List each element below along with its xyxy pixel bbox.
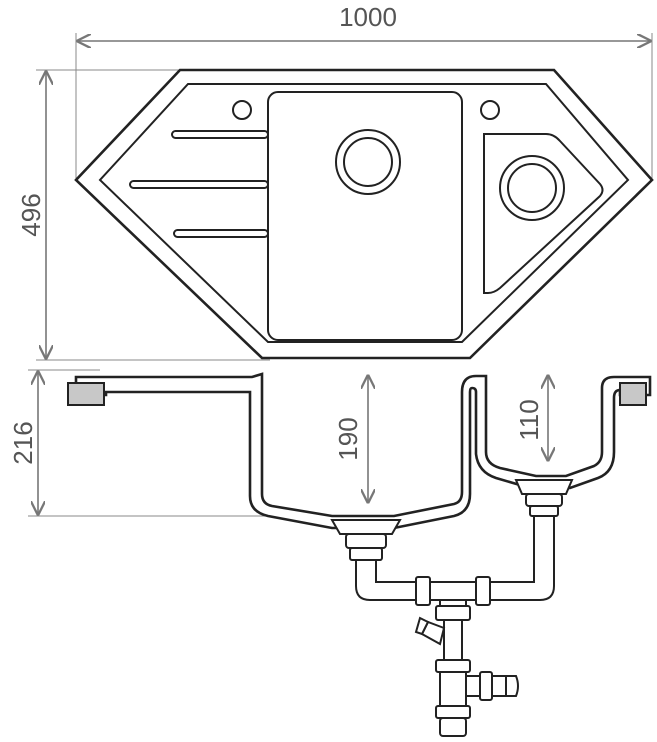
central-nut (435, 605, 471, 621)
siphon-assembly (330, 479, 574, 737)
small-bowl-drain-inner (507, 163, 557, 213)
main-bowl-depth-label: 190 (333, 417, 363, 460)
small-drain-ring (529, 505, 559, 517)
tap-hole-right (480, 100, 500, 120)
trap-bottom-cap (439, 717, 467, 737)
section-view: 216 190 110 (8, 369, 652, 737)
outlet-nut (479, 671, 493, 701)
right-edge-cap (619, 382, 647, 406)
left-drainboard-section (74, 372, 652, 530)
drainboard-groove-middle (129, 180, 269, 189)
width-dimension-label: 1000 (339, 2, 397, 32)
plan-view: 1000 496 (16, 2, 654, 361)
small-drain-nut (525, 493, 563, 507)
trap-nut (435, 659, 471, 673)
drainboard-groove-top (171, 130, 269, 139)
depth-dimension-label: 496 (16, 193, 46, 236)
central-pipe (443, 619, 463, 663)
height-dimension-label: 216 (8, 421, 38, 464)
collector-horizontal (423, 581, 479, 601)
tap-hole-left (232, 100, 252, 120)
drainboard-groove-bottom (173, 229, 269, 238)
small-drain-flange (514, 479, 574, 495)
side-connector-tip (414, 616, 430, 636)
small-bowl-depth-label: 110 (514, 399, 544, 440)
main-drain-nut (345, 533, 387, 549)
collector-nut-left (415, 576, 431, 606)
main-drain-flange (330, 519, 402, 535)
trap-body (439, 671, 467, 707)
main-bowl-drain-inner (343, 137, 393, 187)
collector-nut-right (475, 576, 491, 606)
trap-bottom-nut (435, 705, 471, 719)
main-drain-ring (349, 547, 383, 561)
left-down-pipe (355, 559, 425, 601)
outlet-end (505, 675, 519, 697)
left-edge-cap (67, 382, 105, 406)
main-bowl (267, 91, 463, 341)
